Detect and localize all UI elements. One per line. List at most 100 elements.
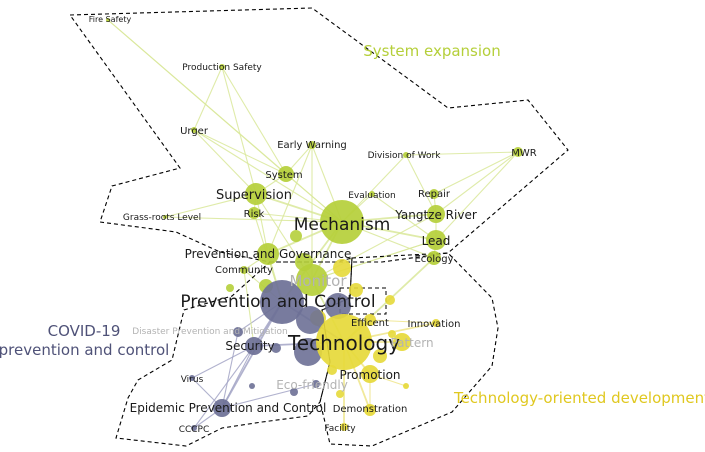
label-disaster-prevention: Disaster Prevention and Mitigation bbox=[132, 327, 287, 337]
node-early-warning bbox=[308, 141, 316, 149]
label-community: Community bbox=[215, 265, 273, 276]
node-yangtze-river bbox=[427, 205, 445, 223]
label-prevention-and-governance: Prevention and Governance bbox=[185, 247, 352, 261]
node-epidemic-prevention bbox=[213, 399, 231, 417]
edge-efficient-innovation bbox=[369, 319, 437, 324]
node-technology bbox=[316, 314, 372, 370]
node-fire-safety bbox=[106, 18, 110, 22]
minor-node-8 bbox=[373, 349, 387, 363]
node-promotion bbox=[361, 365, 379, 383]
label-virus: Virus bbox=[181, 375, 204, 385]
label-risk: Risk bbox=[244, 209, 265, 220]
minor-node-15 bbox=[249, 383, 255, 389]
label-innovation: Innovation bbox=[408, 319, 461, 330]
node-mwr bbox=[513, 147, 523, 157]
node-evaluation bbox=[369, 191, 375, 197]
node-ecology bbox=[427, 251, 441, 265]
label-supervision: Supervision bbox=[216, 188, 292, 203]
edge-urger-system bbox=[193, 129, 287, 175]
cluster-label-system-expansion: System expansion bbox=[363, 42, 500, 60]
label-division-of-work: Division of Work bbox=[368, 151, 442, 161]
edge-mwr-lead bbox=[435, 151, 519, 241]
label-eco-friendly: Eco-friendly bbox=[276, 378, 348, 392]
node-community bbox=[240, 266, 248, 274]
node-prevention-and-governance bbox=[257, 243, 279, 265]
edge-division-of-work-yangtze-river bbox=[405, 154, 437, 215]
minor-node-17 bbox=[388, 330, 396, 338]
minor-node-5 bbox=[349, 283, 363, 297]
label-ecology: Ecology bbox=[414, 254, 453, 265]
label-promotion: Promotion bbox=[339, 368, 400, 382]
edge-supervision-grass-roots-level bbox=[164, 193, 257, 218]
label-system: System bbox=[265, 170, 302, 181]
label-early-warning: Early Warning bbox=[277, 140, 347, 151]
edge-disaster-prevention-epidemic-prevention bbox=[221, 331, 239, 409]
cluster-label-technology-oriented: Technology-oriented development bbox=[453, 389, 705, 407]
minor-node-13 bbox=[271, 343, 281, 353]
node-security bbox=[245, 337, 263, 355]
label-facility: Facility bbox=[324, 424, 356, 434]
edge-early-warning-prevention-and-governance bbox=[267, 144, 313, 255]
edge-mwr-repair bbox=[433, 151, 519, 195]
edge-security-epidemic-prevention bbox=[221, 345, 255, 409]
minor-node-10 bbox=[296, 306, 324, 334]
node-facility bbox=[340, 423, 348, 431]
node-grass-roots-level bbox=[163, 215, 167, 219]
node-tech-minor bbox=[403, 383, 409, 389]
node-supervision bbox=[245, 183, 267, 205]
edge-monitor-lead bbox=[311, 239, 437, 281]
node-system bbox=[278, 166, 294, 182]
label-monitor: Monitor bbox=[289, 272, 347, 290]
node-innovation bbox=[432, 319, 440, 327]
label-fire-safety: Fire Safety bbox=[89, 15, 132, 24]
edge-production-safety-urger bbox=[193, 66, 223, 131]
node-risk bbox=[248, 207, 260, 219]
cluster-label-covid-line2: prevention and control bbox=[0, 341, 169, 359]
node-efficient bbox=[364, 314, 376, 326]
edge-mwr-yangtze-river bbox=[435, 151, 519, 215]
edge-epidemic-prevention-eco-friendly bbox=[221, 383, 317, 409]
label-efficient: Efficent bbox=[351, 318, 389, 329]
minor-node-2 bbox=[226, 284, 234, 292]
node-repair bbox=[429, 189, 439, 199]
label-cccpc: CCCPC bbox=[179, 425, 210, 435]
minor-node-7 bbox=[385, 295, 395, 305]
node-lead bbox=[426, 230, 446, 250]
label-epidemic-prevention: Epidemic Prevention and Control bbox=[130, 401, 327, 415]
network-nodes bbox=[106, 18, 523, 431]
edge-urger-mechanism bbox=[193, 129, 343, 223]
edge-urger-supervision bbox=[193, 129, 257, 195]
minor-node-12 bbox=[294, 338, 322, 366]
edge-division-of-work-mwr bbox=[405, 151, 519, 156]
node-prevention-and-control bbox=[260, 280, 304, 324]
cluster-label-covid-line1: COVID-19 bbox=[48, 322, 121, 340]
edge-security-virus bbox=[191, 345, 255, 379]
label-mechanism: Mechanism bbox=[294, 215, 391, 235]
minor-node-14 bbox=[290, 388, 298, 396]
edge-evaluation-lead bbox=[371, 193, 437, 241]
label-yangtze-river: Yangtze River bbox=[394, 208, 477, 222]
label-grass-roots-level: Grass-roots Level bbox=[123, 213, 201, 223]
label-prevention-and-control: Prevention and Control bbox=[180, 292, 375, 312]
label-lead: Lead bbox=[422, 234, 451, 248]
node-mechanism bbox=[320, 200, 364, 244]
minor-node-3 bbox=[290, 230, 302, 242]
label-technology: Technology bbox=[287, 331, 400, 355]
node-production-safety bbox=[219, 64, 225, 70]
label-production-safety: Production Safety bbox=[182, 63, 262, 73]
edge-security-cccpc bbox=[193, 345, 255, 429]
minor-node-11 bbox=[325, 293, 351, 319]
label-security: Security bbox=[225, 339, 274, 353]
node-cccpc bbox=[191, 425, 197, 431]
node-monitor bbox=[296, 264, 328, 296]
node-demonstration bbox=[364, 404, 376, 416]
edge-grass-roots-level-mechanism bbox=[164, 216, 343, 223]
node-disaster-prevention bbox=[233, 327, 243, 337]
edge-production-safety-system bbox=[221, 66, 287, 175]
label-demonstration: Demonstration bbox=[333, 404, 408, 415]
edge-community-security bbox=[243, 269, 255, 347]
node-division-of-work bbox=[403, 152, 409, 158]
edge-production-safety-supervision bbox=[221, 66, 257, 195]
